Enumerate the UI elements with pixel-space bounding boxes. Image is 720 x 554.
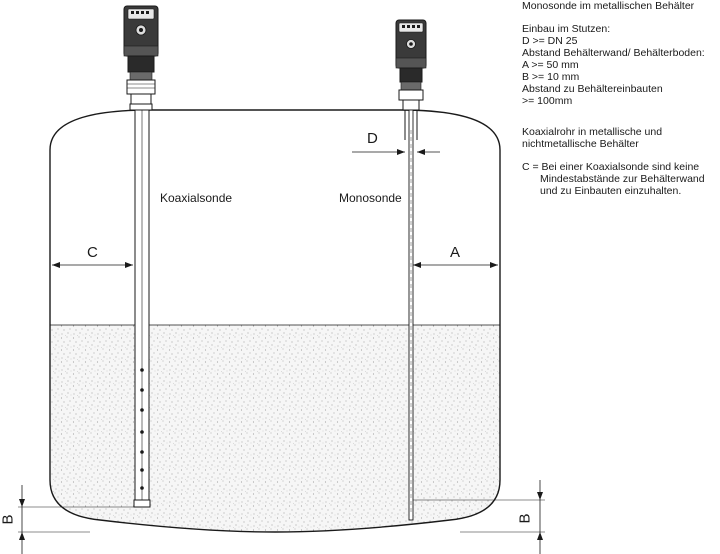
koaxial-sensor-head: [123, 5, 159, 111]
coax-note-line1: Koaxialrohr in metallische und: [522, 126, 663, 138]
dimension-d-label: D: [367, 130, 378, 147]
c-note-line2: Mindestabstände zur Behälterwand: [540, 173, 705, 185]
installations-value: >= 100mm: [522, 95, 573, 107]
dimension-a: [413, 262, 498, 268]
dimension-c: [52, 262, 133, 268]
notes-title: Monosonde im metallischen Behälter: [522, 0, 695, 12]
coax-note-line2: nichtmetallische Behälter: [522, 138, 639, 150]
distance-b: B >= 10 mm: [522, 71, 580, 83]
liquid-fill: [50, 324, 500, 532]
mono-sensor-head: [395, 19, 427, 111]
dimension-c-label: C: [87, 244, 98, 261]
installations-heading: Abstand zu Behältereinbauten: [522, 83, 663, 95]
notes-panel: Monosonde im metallischen Behälter Einba…: [522, 0, 720, 197]
dimension-b-left: [18, 485, 150, 554]
dimension-b-left-label: B: [0, 514, 17, 525]
install-heading: Einbau im Stutzen:: [522, 23, 611, 35]
c-note-line1: C = Bei einer Koaxialsonde sind keine: [522, 161, 700, 173]
koaxialsonde-label: Koaxialsonde: [160, 191, 233, 205]
distance-heading: Abstand Behälterwand/ Behälterboden:: [522, 47, 705, 59]
distance-a: A >= 50 mm: [522, 59, 579, 71]
mono-nozzle: [404, 110, 418, 140]
dimension-b-right: [413, 480, 545, 554]
dimension-d: [352, 149, 440, 155]
dimension-b-right-label: B: [516, 513, 534, 524]
c-note-line3: und zu Einbauten einzuhalten.: [540, 185, 682, 197]
koaxial-tube: [133, 109, 151, 508]
mono-rod: [408, 109, 414, 521]
tank-outline: [49, 109, 501, 533]
dimension-a-label: A: [450, 244, 461, 261]
monosonde-label: Monosonde: [339, 191, 402, 205]
install-d: D >= DN 25: [522, 35, 578, 47]
